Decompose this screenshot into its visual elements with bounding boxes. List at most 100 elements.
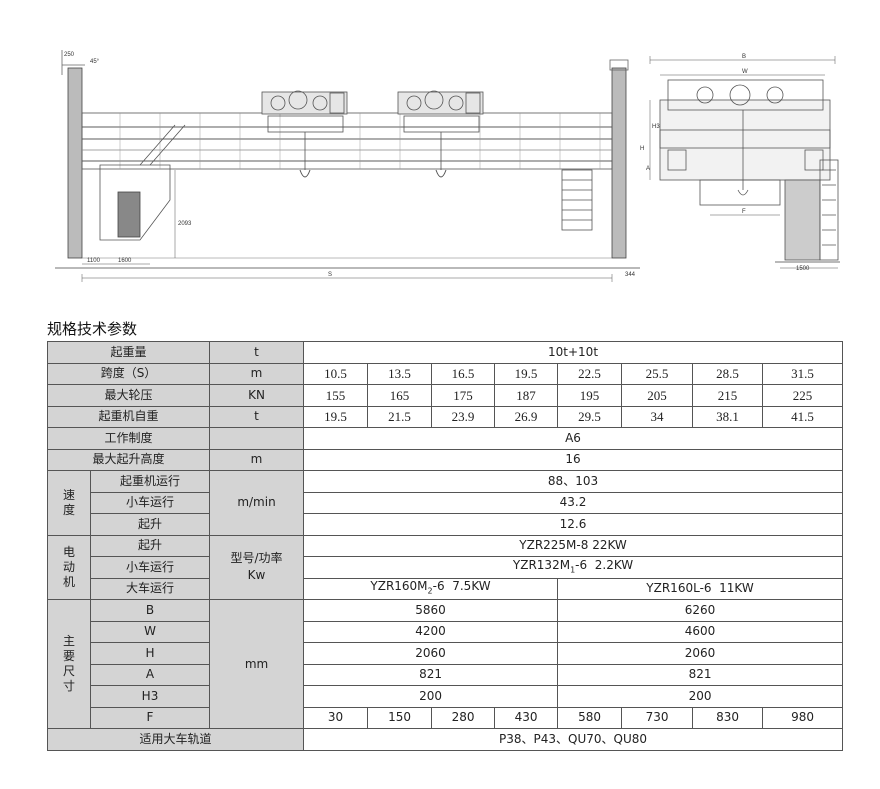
value-size-h3-right: 200 [557, 685, 844, 708]
unit-speed: m/min [209, 470, 305, 536]
row-lift-capacity: 起重量 t 10t+10t [46, 341, 844, 364]
dim-45deg: 45° [90, 59, 100, 65]
right-building-column [611, 67, 627, 259]
label-size-a: A [89, 663, 211, 686]
unit-wheel-load: KN [209, 384, 305, 407]
row-speed-hoist: 起升 12.6 [48, 513, 844, 536]
value-size-h-right: 2060 [557, 642, 844, 665]
dim-250: 250 [64, 52, 75, 58]
crane-weight-value: 19.5 [303, 405, 369, 428]
wheel-load-value: 155 [303, 384, 369, 407]
crane-weight-value: 21.5 [367, 405, 433, 428]
dim-h3: H3 [652, 124, 660, 130]
label-motor-crane: 大车运行 [89, 577, 211, 600]
left-building-column [67, 67, 83, 259]
row-speed-crane: 速 度 起重机运行 m/min 88、103 [47, 470, 844, 536]
dim-1500: 1500 [796, 266, 810, 272]
dim-w: W [742, 69, 748, 75]
unit-duty-class [209, 427, 305, 450]
value-size-a-left: 821 [303, 663, 559, 686]
value-size-h-left: 2060 [303, 642, 559, 665]
wheel-load-value: 215 [692, 384, 764, 407]
label-speed-hoist: 起升 [89, 513, 211, 536]
row-size-w: W 4200 4600 [48, 620, 844, 643]
row-size-a: A 821 821 [48, 663, 844, 686]
value-rail: P38、P43、QU70、QU80 [303, 728, 844, 751]
crane-drawing-svg: 250 45° 1100 1600 2093 S 344 B W H H3 A … [55, 50, 840, 282]
unit-crane-weight: t [209, 405, 305, 428]
size-f-value: 830 [692, 706, 764, 729]
label-speed-trolley: 小车运行 [89, 491, 211, 514]
row-wheel-load: 最大轮压 KN 155 165 175 187 195 205 215 225 [46, 384, 844, 407]
label-wheel-load: 最大轮压 [46, 384, 211, 407]
crane-weight-value: 26.9 [494, 405, 559, 428]
value-max-lift-height: 16 [303, 448, 844, 471]
row-span: 跨度（S） m 10.5 13.5 16.5 19.5 22.5 25.5 28… [46, 362, 844, 385]
value-motor-hoist: YZR225M-8 22KW [303, 534, 844, 557]
group-main-dimensions: 主 要 尺 寸 [47, 599, 91, 729]
value-motor-crane-right: YZR160L-6 11KW [557, 577, 844, 600]
span-value: 22.5 [557, 362, 623, 385]
wheel-load-value: 195 [557, 384, 623, 407]
crane-weight-value: 34 [621, 405, 694, 428]
row-motor-crane: 大车运行 YZR160M2-6 7.5KW YZR160L-6 11KW [48, 577, 844, 600]
motor-crane-left-power: -6 7.5KW [432, 579, 491, 594]
value-size-w-right: 4600 [557, 620, 844, 643]
motor-trolley-subscript: 1 [570, 564, 576, 574]
motor-crane-left-subscript: 2 [427, 586, 433, 596]
crane-weight-value: 29.5 [557, 405, 623, 428]
label-size-h3: H3 [89, 685, 211, 708]
motor-trolley-power: -6 2.2KW [575, 557, 634, 572]
size-f-value: 730 [621, 706, 694, 729]
unit-span: m [209, 362, 305, 385]
wheel-load-value: 165 [367, 384, 433, 407]
dim-f: F [742, 209, 746, 215]
group-speed: 速 度 [47, 470, 91, 536]
value-size-w-left: 4200 [303, 620, 559, 643]
group-motor: 电 动 机 [47, 534, 91, 600]
label-crane-weight: 起重机自重 [46, 405, 211, 428]
size-f-value: 980 [762, 706, 844, 729]
value-motor-crane-left: YZR160M2-6 7.5KW [303, 577, 559, 600]
unit-lift-capacity: t [209, 341, 305, 364]
label-duty-class: 工作制度 [46, 427, 211, 450]
row-motor-trolley: 小车运行 YZR132M1-6 2.2KW [48, 556, 844, 579]
operator-cabin [99, 124, 186, 241]
row-duty-class: 工作制度 A6 [46, 427, 844, 450]
group-motor-label: 电 动 机 [62, 544, 75, 589]
unit-size: mm [209, 599, 305, 729]
label-size-w: W [89, 620, 211, 643]
motor-trolley-model: YZR132M [512, 557, 571, 572]
dim-1100: 1100 [87, 258, 101, 264]
span-value: 10.5 [303, 362, 369, 385]
span-value: 19.5 [494, 362, 559, 385]
value-size-a-right: 821 [557, 663, 844, 686]
dim-2093: 2093 [178, 221, 192, 227]
label-size-h: H [89, 642, 211, 665]
row-speed-trolley: 小车运行 43.2 [48, 491, 844, 514]
dim-1600: 1600 [118, 258, 132, 264]
row-max-lift-height: 最大起升高度 m 16 [46, 448, 844, 471]
row-crane-weight: 起重机自重 t 19.5 21.5 23.9 26.9 29.5 34 38.1… [46, 405, 844, 428]
wheel-load-value: 205 [621, 384, 694, 407]
span-value: 31.5 [762, 362, 844, 385]
label-speed-crane: 起重机运行 [89, 470, 211, 493]
motor-crane-left-model: YZR160M [370, 579, 428, 594]
dim-b: B [742, 54, 746, 60]
value-lift-capacity: 10t+10t [303, 341, 844, 364]
unit-motor: 型号/功率 Kw [209, 534, 305, 600]
crane-technical-drawing: 250 45° 1100 1600 2093 S 344 B W H H3 A … [0, 0, 880, 300]
unit-motor-label: 型号/功率 Kw [230, 551, 283, 583]
label-size-f: F [89, 706, 211, 729]
spec-table: 起重量 t 10t+10t 跨度（S） m 10.5 13.5 16.5 19.… [46, 341, 844, 751]
label-motor-hoist: 起升 [89, 534, 211, 557]
access-ladder [561, 169, 593, 231]
value-size-b-right: 6260 [557, 599, 844, 622]
value-speed-trolley: 43.2 [303, 491, 844, 514]
label-lift-capacity: 起重量 [46, 341, 211, 364]
size-f-value: 580 [557, 706, 623, 729]
label-max-lift-height: 最大起升高度 [46, 448, 211, 471]
trolley-1 [261, 90, 348, 178]
size-f-value: 430 [494, 706, 559, 729]
crane-weight-value: 38.1 [692, 405, 764, 428]
